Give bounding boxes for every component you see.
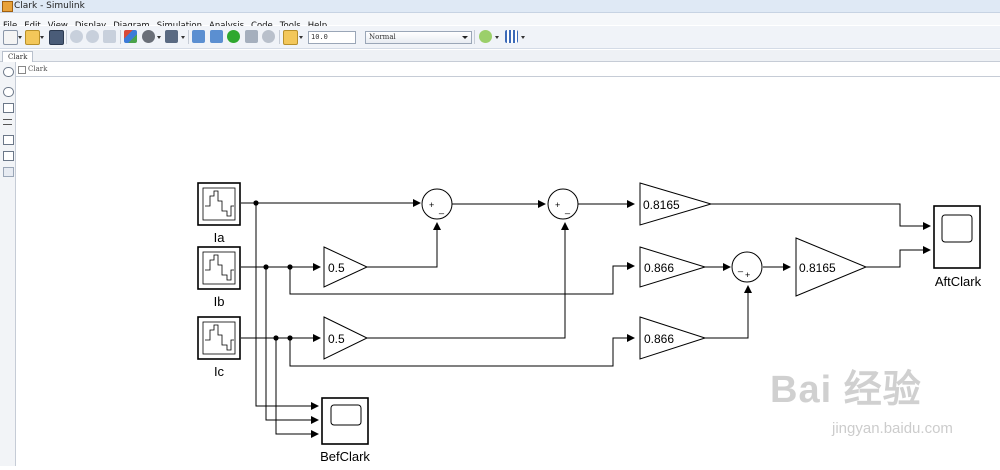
model-tab-bar: Clark (0, 50, 1000, 62)
branch-point (287, 264, 293, 270)
simulation-mode-value: Normal (369, 33, 396, 41)
advisor-dropdown-icon[interactable] (495, 36, 499, 39)
source-block-ib[interactable] (197, 246, 241, 290)
scope-label-aftclark: AftClark (935, 274, 982, 289)
stop-icon[interactable] (262, 30, 275, 43)
zoom-icon[interactable] (3, 87, 14, 97)
sum-block-1[interactable]: + _ (421, 188, 453, 220)
new-dropdown-icon[interactable] (18, 36, 22, 39)
gain-block-b[interactable]: 0.5 (323, 246, 369, 288)
annotation-icon[interactable] (3, 135, 14, 145)
signal-gainb-to-sum1 (367, 222, 441, 268)
gain-value-mid: 0.866 (644, 261, 674, 275)
gain-value-c: 0.5 (328, 332, 345, 346)
open-folder-icon[interactable] (25, 30, 40, 45)
image-icon[interactable] (3, 151, 14, 161)
gain-value-out: 0.8165 (799, 261, 836, 275)
sum-block-2[interactable]: + _ (547, 188, 579, 220)
library-browser-icon[interactable] (124, 30, 137, 43)
up-arrow-icon[interactable] (103, 30, 116, 43)
forward-arrow-icon[interactable] (86, 30, 99, 43)
source-block-ic[interactable] (197, 316, 241, 360)
record-signal-icon[interactable] (283, 30, 298, 45)
sum-plus-sign: + (745, 270, 750, 280)
gain-block-top[interactable]: 0.8165 (639, 182, 713, 226)
model-explorer-icon[interactable] (165, 30, 178, 43)
tab-clark[interactable]: Clark (2, 51, 34, 62)
toolbar: 10.0 Normal (0, 26, 1000, 49)
title-bar: Clark - Simulink (0, 0, 1000, 13)
new-model-icon[interactable] (3, 30, 18, 45)
record-dropdown-icon[interactable] (299, 36, 303, 39)
signal-ic-to-bef (275, 338, 319, 438)
sum-plus-sign: + (555, 200, 560, 210)
signal-ic-to-gain866 (289, 334, 635, 367)
watermark-url: jingyan.baidu.com (832, 420, 953, 437)
fit-to-view-icon[interactable] (3, 103, 14, 113)
sum-block-3[interactable]: _ + (731, 251, 763, 283)
branch-point (263, 264, 269, 270)
branch-point (273, 335, 279, 341)
hide-browser-icon[interactable] (3, 67, 14, 77)
window-title: Clark - Simulink (14, 1, 85, 11)
signal-ib-to-gain866 (289, 262, 635, 295)
source-label-ia: Ia (214, 230, 226, 245)
gain-block-out[interactable]: 0.8165 (795, 237, 868, 297)
signal-gain866-to-sum3-plus (705, 285, 752, 339)
gain-block-low[interactable]: 0.866 (639, 316, 707, 360)
arrow-lines-icon[interactable] (3, 119, 12, 125)
model-advisor-check-icon[interactable] (479, 30, 492, 43)
model-config-gear-icon[interactable] (142, 30, 155, 43)
chevron-down-icon (462, 36, 468, 39)
open-dropdown-icon[interactable] (40, 36, 44, 39)
signal-ia-to-bef (255, 203, 319, 410)
branch-point (287, 335, 293, 341)
signal-gainc-to-sum2 (367, 222, 569, 339)
gain-value-b: 0.5 (328, 261, 345, 275)
source-block-ia[interactable] (197, 182, 241, 226)
signal-gain-to-aft1 (711, 203, 931, 230)
update-diagram-icon[interactable] (192, 30, 205, 43)
signal-ib-to-bef (265, 267, 319, 424)
save-icon[interactable] (49, 30, 64, 45)
sum-minus-sign: _ (564, 204, 571, 214)
left-palette (0, 62, 16, 466)
simulink-app-icon (2, 1, 13, 12)
gain-block-c[interactable]: 0.5 (323, 316, 369, 360)
explorer-dropdown-icon[interactable] (181, 36, 185, 39)
menu-bar: FileEditViewDisplayDiagramSimulationAnal… (0, 13, 1000, 31)
area-icon[interactable] (3, 167, 14, 177)
gain-block-mid[interactable]: 0.866 (639, 246, 707, 288)
scope-grid-icon[interactable] (505, 30, 518, 43)
block-diagram: Ia Ib Ic 0.5 0.5 0.8165 0.866 0.866 0.81… (197, 182, 982, 464)
source-label-ib: Ib (214, 294, 225, 309)
breadcrumb-bar: Clark (0, 62, 1000, 77)
model-icon (18, 66, 26, 74)
sum-plus-sign: + (429, 200, 434, 210)
gear-dropdown-icon[interactable] (157, 36, 161, 39)
step-back-icon[interactable] (210, 30, 223, 43)
signal-gain-to-aft2 (866, 246, 931, 268)
scope-label-befclark: BefClark (320, 449, 370, 464)
stop-time-input[interactable]: 10.0 (308, 31, 356, 44)
gain-value-low: 0.866 (644, 332, 674, 346)
breadcrumb[interactable]: Clark (28, 65, 48, 73)
sum-minus-sign: _ (438, 204, 445, 214)
gain-value-top: 0.8165 (643, 198, 680, 212)
scope-block-aftclark[interactable] (933, 205, 981, 269)
grid-dropdown-icon[interactable] (521, 36, 525, 39)
watermark-logo: Bai 经验 (770, 369, 922, 411)
scope-block-befclark[interactable] (321, 397, 369, 445)
run-play-icon[interactable] (227, 30, 240, 43)
model-canvas[interactable]: Ia Ib Ic 0.5 0.5 0.8165 0.866 0.866 0.81… (16, 77, 1000, 466)
step-forward-icon[interactable] (245, 30, 258, 43)
simulation-mode-select[interactable]: Normal (365, 31, 472, 44)
back-arrow-icon[interactable] (70, 30, 83, 43)
source-label-ic: Ic (214, 364, 225, 379)
branch-point (253, 200, 259, 206)
sum-minus-sign: _ (737, 262, 744, 272)
